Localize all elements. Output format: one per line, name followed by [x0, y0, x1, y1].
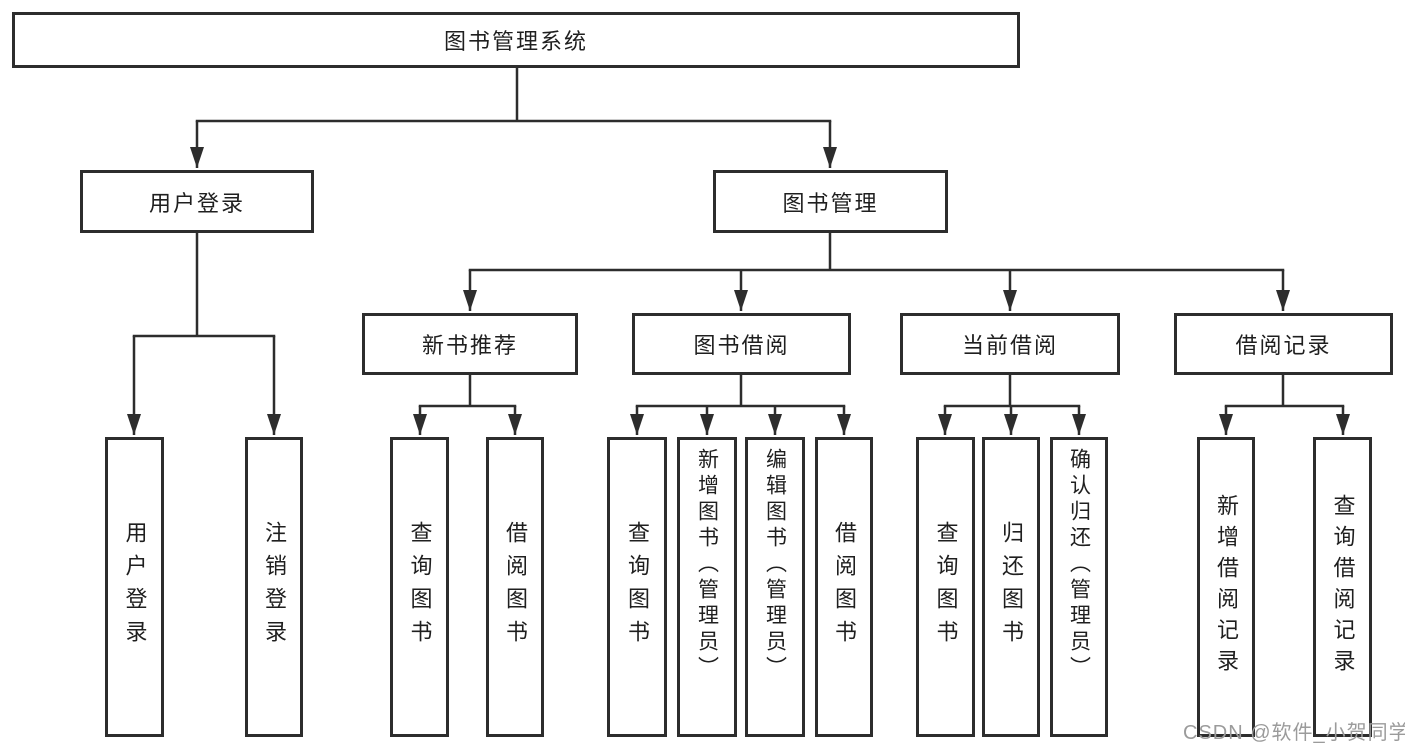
node-label: 新书推荐: [421, 333, 518, 358]
node-label: 注销登录: [262, 521, 287, 653]
node-query-books-recommend: 查询图书: [390, 437, 449, 737]
node-query-books-borrowing: 查询图书: [607, 437, 667, 737]
node-label: 查询借阅记录: [1330, 494, 1356, 680]
node-book-management: 图书管理: [713, 170, 948, 233]
node-confirm-return-admin: 确认归还（管理员）: [1050, 437, 1108, 737]
node-label: 借阅记录: [1235, 333, 1332, 358]
node-add-borrow-record: 新增借阅记录: [1197, 437, 1255, 737]
node-logout: 注销登录: [245, 437, 303, 737]
node-add-books-admin: 新增图书（管理员）: [677, 437, 737, 737]
node-user-login: 用户登录: [80, 170, 314, 233]
node-label: 确认归还（管理员）: [1067, 448, 1091, 682]
node-label: 用户登录: [122, 521, 148, 653]
node-borrow-records: 借阅记录: [1174, 313, 1393, 375]
node-edit-books-admin: 编辑图书（管理员）: [745, 437, 805, 737]
node-borrow-books: 借阅图书: [815, 437, 873, 737]
node-return-books: 归还图书: [982, 437, 1040, 737]
node-new-book-recommend: 新书推荐: [362, 313, 578, 375]
node-current-borrowing: 当前借阅: [900, 313, 1120, 375]
node-user-login-leaf: 用户登录: [105, 437, 164, 737]
node-book-borrowing: 图书借阅: [632, 313, 851, 375]
node-label: 查询图书: [625, 521, 650, 653]
node-label: 借阅图书: [832, 521, 857, 653]
node-label: 编辑图书（管理员）: [763, 448, 787, 682]
node-query-books-current: 查询图书: [916, 437, 975, 737]
node-label: 借阅图书: [503, 521, 528, 653]
node-label: 归还图书: [999, 521, 1024, 653]
node-label: 用户登录: [148, 190, 245, 216]
node-label: 查询图书: [407, 521, 433, 653]
node-label: 图书管理系统: [443, 29, 588, 54]
node-query-borrow-record: 查询借阅记录: [1313, 437, 1372, 737]
node-label: 新增借阅记录: [1214, 494, 1239, 680]
node-label: 图书借阅: [693, 333, 790, 358]
csdn-watermark: CSDN @软件_小贺同学: [1183, 722, 1405, 744]
node-label: 图书管理: [782, 190, 879, 216]
node-borrow-books-recommend: 借阅图书: [486, 437, 544, 737]
node-label: 查询图书: [933, 521, 959, 653]
node-label: 当前借阅: [961, 333, 1058, 358]
node-library-system: 图书管理系统: [12, 12, 1020, 68]
node-label: 新增图书（管理员）: [695, 448, 719, 682]
